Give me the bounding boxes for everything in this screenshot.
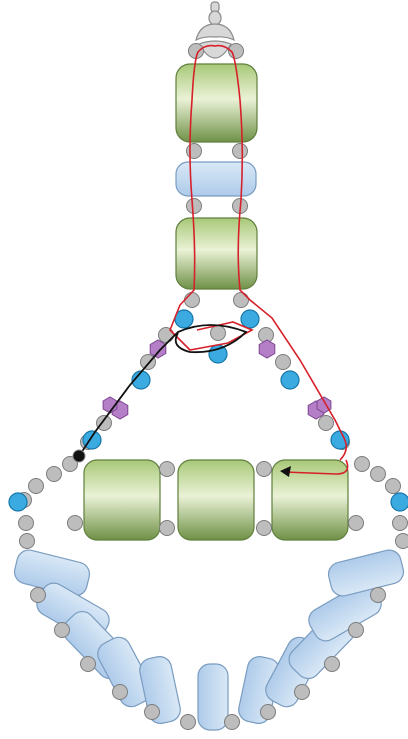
blue-seed-bead [8, 492, 28, 512]
blue-seed-bead [240, 309, 260, 329]
arrowhead-icon [280, 466, 291, 477]
grey-seed-bead [186, 198, 202, 214]
grey-seed-bead [46, 466, 62, 482]
green-tile-bead [175, 63, 258, 143]
grey-seed-bead [275, 354, 291, 370]
grey-seed-bead [318, 415, 334, 431]
purple-crystal-bead [258, 339, 276, 359]
grey-seed-bead [385, 478, 401, 494]
grey-seed-bead [370, 466, 386, 482]
grey-seed-bead [395, 533, 408, 549]
grey-seed-bead [158, 327, 174, 343]
grey-seed-bead [112, 684, 128, 700]
grey-seed-bead [370, 587, 386, 603]
grey-seed-bead [186, 143, 202, 159]
blue-fringe-bead [327, 549, 405, 597]
purple-crystal-bead [316, 396, 332, 414]
grey-seed-bead [224, 714, 240, 730]
grey-seed-bead [19, 533, 35, 549]
grey-seed-bead [392, 515, 408, 531]
center-green-row [83, 459, 349, 541]
grey-seed-bead [96, 415, 112, 431]
green-tile-bead [177, 459, 255, 541]
blue-seed-bead [208, 344, 228, 364]
grey-seed-bead [324, 656, 340, 672]
black-dot-icon [72, 449, 86, 463]
top-strand [175, 63, 258, 290]
green-tile-bead [175, 217, 258, 290]
green-tile-bead [83, 459, 161, 541]
grey-seed-bead [184, 292, 200, 308]
grey-seed-bead [159, 461, 175, 477]
grey-seed-bead [348, 622, 364, 638]
grey-seed-bead [80, 656, 96, 672]
blue-tile-bead [175, 161, 257, 197]
red-thread-path [169, 44, 349, 475]
grey-seed-bead [159, 520, 175, 536]
seed-beads [8, 43, 408, 730]
purple-crystal-bead [149, 339, 167, 359]
black-thread-path [78, 324, 248, 457]
grey-seed-bead [62, 456, 78, 472]
grey-seed-bead [232, 143, 248, 159]
grey-seed-bead [67, 515, 83, 531]
grey-seed-bead [54, 622, 70, 638]
grey-seed-bead [260, 704, 276, 720]
grey-seed-bead [180, 714, 196, 730]
green-tile-bead [271, 459, 349, 541]
grey-seed-bead [256, 461, 272, 477]
grey-seed-bead [294, 684, 310, 700]
blue-seed-bead [280, 370, 300, 390]
grey-seed-bead [348, 515, 364, 531]
blue-seed-bead [390, 492, 408, 512]
grey-seed-bead [144, 704, 160, 720]
grey-seed-bead [210, 325, 226, 341]
blue-fringe [13, 549, 405, 731]
lobster-clasp-icon [195, 1, 235, 59]
crystal-beads [102, 339, 332, 420]
blue-fringe-bead [139, 656, 181, 724]
grey-seed-bead [18, 515, 34, 531]
blue-fringe-bead [97, 636, 153, 708]
grey-seed-bead [28, 478, 44, 494]
blue-fringe-bead [197, 663, 229, 731]
grey-seed-bead [233, 292, 249, 308]
grey-seed-bead [30, 587, 46, 603]
grey-seed-bead [256, 520, 272, 536]
grey-seed-bead [354, 456, 370, 472]
